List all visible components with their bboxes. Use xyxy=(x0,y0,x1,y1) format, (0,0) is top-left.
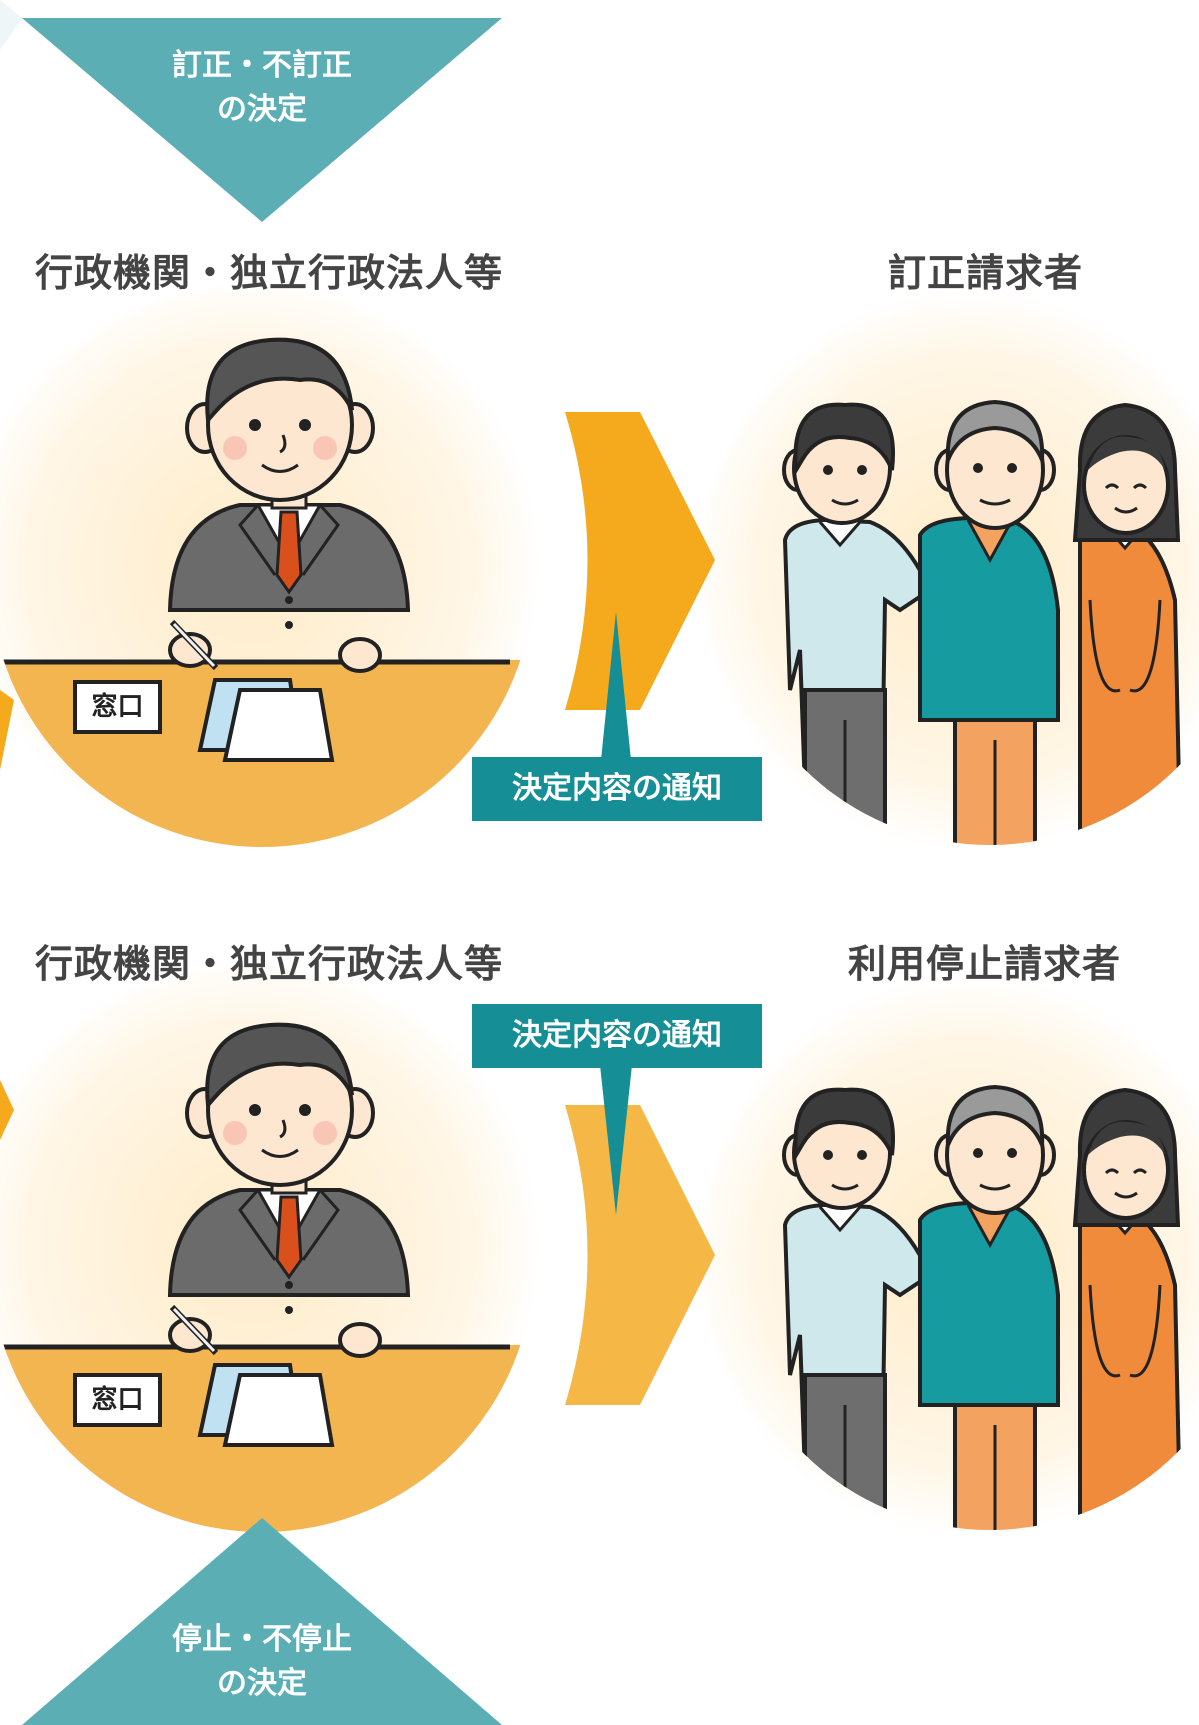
incoming-arrow-sliver-2 xyxy=(0,1080,14,1140)
incoming-arrow-sliver-1 xyxy=(0,690,14,770)
requester-heading-2: 利用停止請求者 xyxy=(848,942,1122,986)
decision-triangle-top-left-edge xyxy=(0,0,22,50)
forward-arrow-1 xyxy=(565,412,715,710)
requester-heading-1: 訂正請求者 xyxy=(888,251,1084,295)
agency-heading-2: 行政機関・独立行政法人等 xyxy=(35,942,504,986)
decision-triangle-bottom xyxy=(22,1518,502,1725)
forward-arrow-2 xyxy=(565,1105,715,1405)
notice-pointer-2 xyxy=(600,1065,632,1215)
top-decision-label: 訂正・不訂正 の決定 xyxy=(132,44,392,132)
notice-label-2: 決定内容の通知 xyxy=(472,1004,762,1068)
requester-family-illustration-2-group xyxy=(782,1085,1182,1530)
desk-sign-box-2 xyxy=(73,1373,162,1427)
bottom-decision-line1: 停止・不停止 xyxy=(172,1622,352,1657)
desk-sign-1: 窓口 xyxy=(91,692,144,722)
bottom-decision-label: 停止・不停止 の決定 xyxy=(132,1618,392,1706)
notice-label-1: 決定内容の通知 xyxy=(472,757,762,821)
requester-family-illustration-1 xyxy=(782,400,1182,845)
decision-triangle-top xyxy=(22,18,502,222)
top-decision-line1: 訂正・不訂正 xyxy=(172,48,352,83)
top-decision-line2: の決定 xyxy=(217,92,307,127)
agency-heading-1: 行政機関・独立行政法人等 xyxy=(35,251,504,295)
desk-sign-box-1 xyxy=(73,680,162,734)
bottom-decision-line2: の決定 xyxy=(217,1666,307,1701)
agency-clerk-illustration-1 xyxy=(0,340,540,860)
desk-sign-2: 窓口 xyxy=(91,1385,144,1415)
notice-pointer-1 xyxy=(600,612,632,770)
agency-clerk-illustration-2-group xyxy=(0,1025,540,1545)
